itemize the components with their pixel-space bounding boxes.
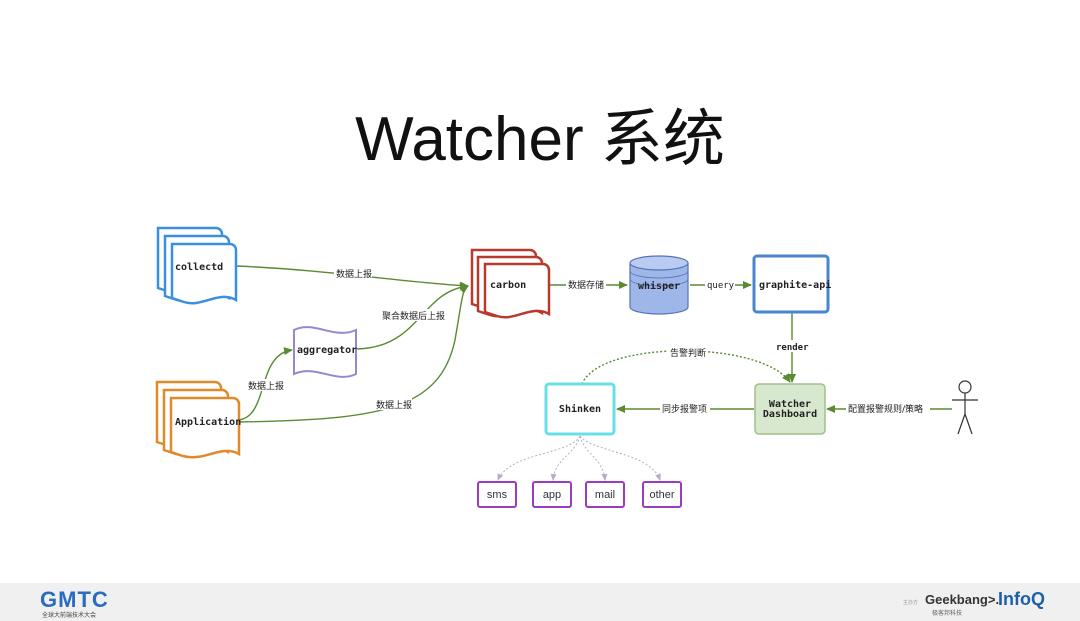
edge-label-carbon-whisper: 数据存储 [568, 279, 604, 291]
output-boxes: sms app mail other [477, 481, 682, 508]
edge-label-application-carbon: 数据上报 [376, 399, 412, 411]
node-label-carbon: carbon [490, 280, 526, 291]
node-label-dashboard-line1: Watcher [769, 399, 811, 410]
output-label-other: other [649, 489, 674, 501]
geekbang-subtitle: 极客邦科技 [932, 610, 963, 617]
node-label-dashboard-line2: Dashboard [763, 409, 817, 420]
edge-labels: 数据上报 聚合数据后上报 数据上报 数据上报 数据存储 query render… [246, 267, 930, 415]
output-other: other [642, 481, 682, 508]
node-label-shinken: Shinken [559, 403, 601, 415]
edge-shinken-app [550, 435, 581, 481]
node-shinken: Shinken [544, 382, 616, 436]
edge-label-collectd-carbon: 数据上报 [336, 268, 372, 280]
node-label-graphite-api: graphite-api [759, 279, 831, 291]
node-graphite-api: graphite-api [752, 254, 831, 314]
footer-bar: GMTC 全球大前端技术大会 主办方 Geekbang>. 极客邦科技 Info… [0, 583, 1080, 621]
infoq-logo: InfoQ [998, 589, 1045, 609]
output-mail: mail [585, 481, 625, 508]
node-label-aggregator: aggregator [297, 345, 357, 356]
output-app: app [532, 481, 572, 508]
node-watcher-dashboard: Watcher Dashboard [754, 383, 826, 435]
node-label-whisper: whisper [638, 280, 680, 292]
output-sms: sms [477, 481, 517, 508]
node-aggregator: aggregator [293, 326, 357, 378]
architecture-diagram: 数据上报 聚合数据后上报 数据上报 数据上报 数据存储 query render… [155, 226, 978, 508]
edge-shinken-other [579, 435, 661, 481]
output-label-mail: mail [595, 489, 615, 501]
node-application: Application [155, 380, 241, 459]
slide-title: Watcher 系统 [355, 105, 725, 174]
edge-application-carbon [235, 285, 469, 423]
node-label-collectd: collectd [175, 262, 223, 273]
node-collectd: collectd [156, 226, 238, 305]
node-carbon: carbon [470, 248, 551, 319]
edge-label-application-aggregator: 数据上报 [248, 380, 284, 392]
output-label-app: app [543, 489, 561, 501]
edge-shinken-sms [497, 435, 581, 481]
node-label-application: Application [175, 416, 241, 428]
edge-label-aggregator-carbon: 聚合数据后上报 [382, 310, 445, 322]
edge-shinken-mail [579, 435, 608, 481]
edge-label-alert-check: 告警判断 [670, 347, 706, 359]
edge-label-whisper-graphite: query [707, 281, 735, 291]
host-label: 主办方 [903, 600, 919, 606]
node-whisper: whisper [629, 255, 689, 315]
edge-label-sync-alerts: 同步报警项 [662, 403, 707, 415]
gmtc-subtitle: 全球大前端技术大会 [42, 612, 97, 619]
edge-label-config-rules: 配置报警规则/策略 [848, 403, 923, 415]
gmtc-logo: GMTC [40, 587, 109, 612]
user-icon [952, 380, 978, 435]
edge-label-graphite-dashboard: render [776, 343, 809, 353]
geekbang-logo: Geekbang>. [925, 592, 1000, 607]
output-label-sms: sms [487, 489, 508, 501]
